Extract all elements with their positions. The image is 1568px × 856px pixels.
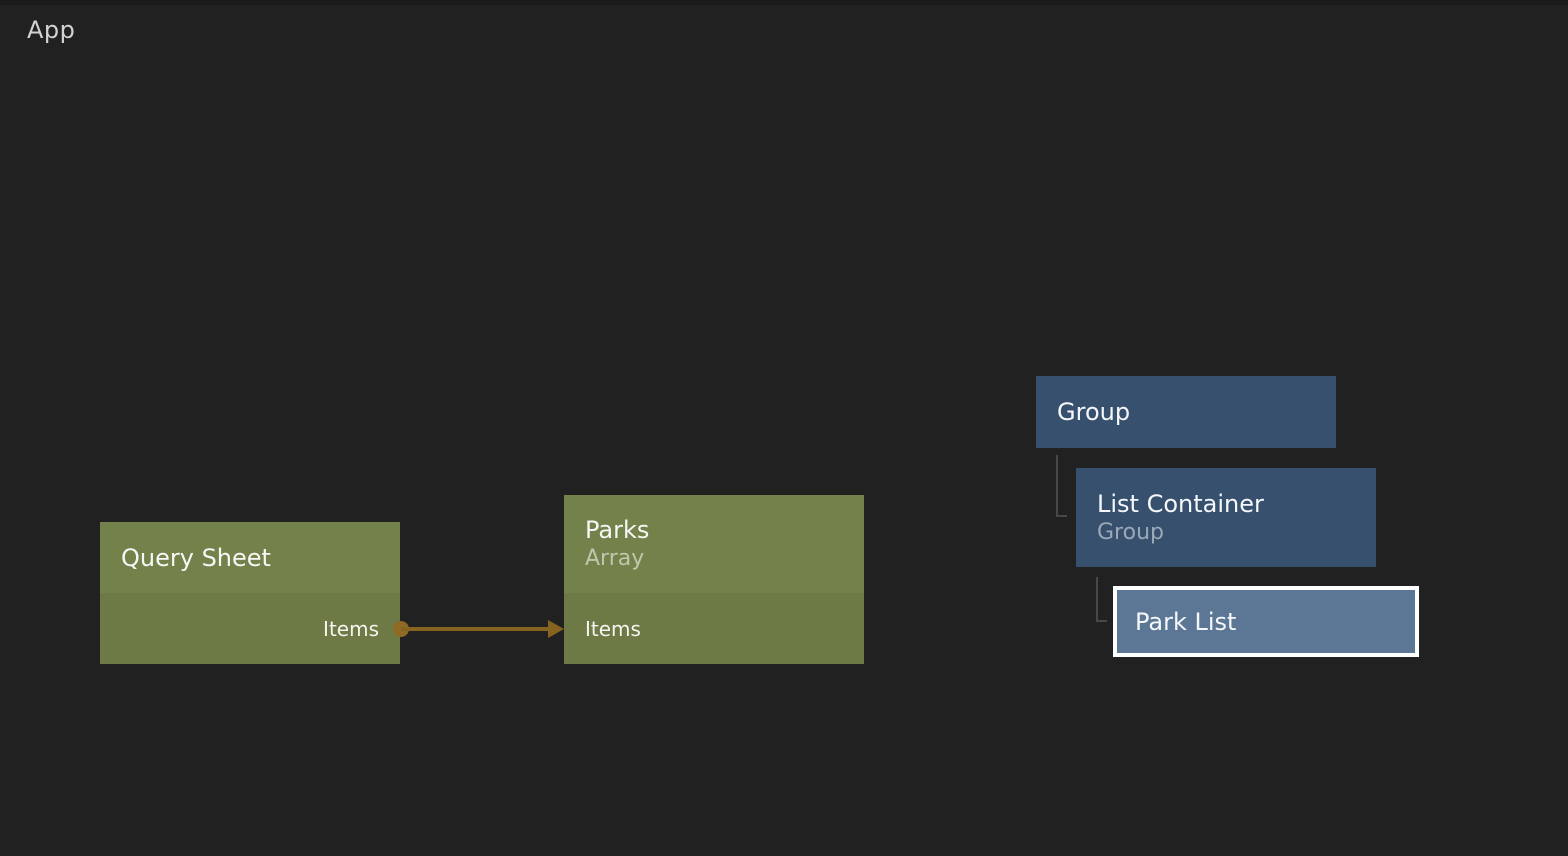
node-subtitle: Array	[585, 546, 645, 571]
node-query-sheet-header: Query Sheet	[100, 522, 400, 593]
top-bar	[0, 0, 1568, 5]
node-subtitle: Group	[1097, 519, 1164, 545]
node-title: Parks	[585, 516, 650, 544]
node-parks-body: Items	[564, 593, 864, 664]
component-breadcrumb-label: App	[27, 16, 76, 44]
node-title: Group	[1057, 398, 1131, 426]
tree-connector-group-to-list-container	[1056, 455, 1067, 517]
input-port-label: Items	[585, 616, 641, 641]
node-title: Query Sheet	[121, 543, 271, 572]
node-query-sheet-body: Items	[100, 593, 400, 664]
node-group[interactable]: Group	[1036, 376, 1336, 448]
node-title: Park List	[1135, 607, 1237, 636]
node-list-container[interactable]: List Container Group	[1076, 468, 1376, 567]
connection-line[interactable]	[401, 627, 549, 631]
node-query-sheet[interactable]: Query Sheet Items	[100, 522, 400, 664]
connection-arrowhead-icon	[548, 620, 564, 638]
tree-connector-list-container-to-park-list	[1096, 577, 1107, 622]
node-title: List Container	[1097, 489, 1264, 518]
node-parks-header: Parks Array	[564, 495, 864, 593]
output-port-label: Items	[323, 616, 379, 641]
node-park-list[interactable]: Park List	[1113, 586, 1419, 657]
node-parks[interactable]: Parks Array Items	[564, 495, 864, 664]
